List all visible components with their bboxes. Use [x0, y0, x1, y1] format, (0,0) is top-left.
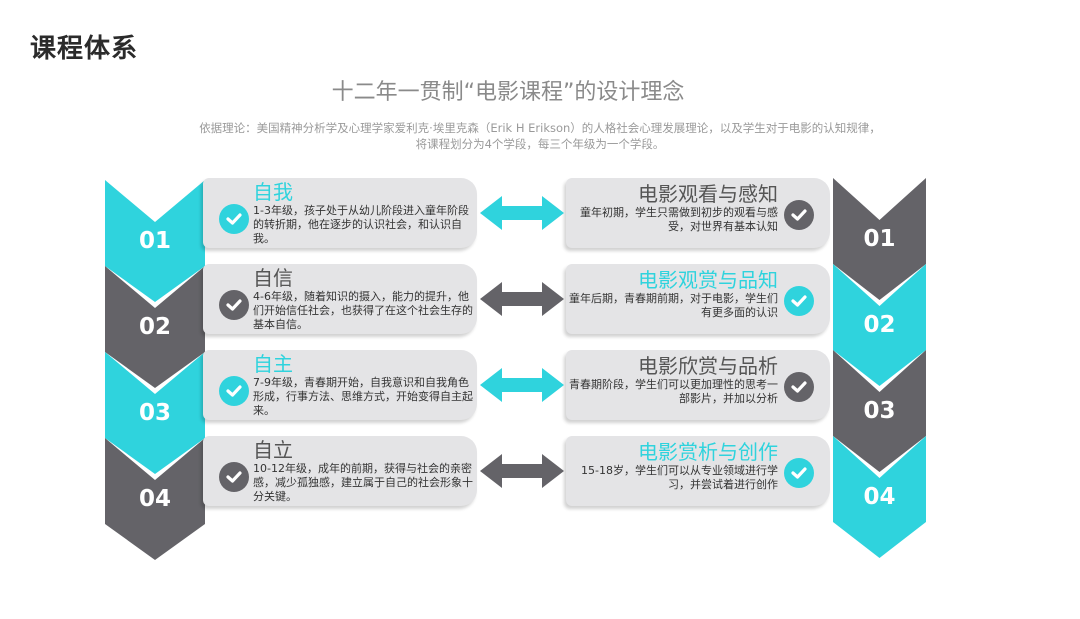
- chevron-shape: [833, 264, 926, 386]
- stage-description: 4-6年级，随着知识的摄入，能力的提升，他们开始信任社会，也获得了在这个社会生存…: [253, 290, 473, 331]
- right-stage-chevron-3: 03: [833, 350, 926, 472]
- chevron-shape: [105, 352, 205, 474]
- right-stage-card: 电影欣赏与品析青春期阶段，学生们可以更加理性的思考一部影片，并加以分析: [566, 350, 830, 420]
- double-arrow-icon: [480, 368, 564, 402]
- double-arrow-icon: [480, 196, 564, 230]
- stage-number: 01: [138, 228, 171, 254]
- right-stage-chevron-1: 01: [833, 178, 926, 300]
- left-stage-chevron-3: 03: [105, 352, 205, 474]
- description-line-2: 将课程划分为4个学段，每三个年级为一个学段。: [415, 137, 665, 151]
- check-icon: [784, 458, 814, 488]
- stage-number: 04: [863, 484, 896, 510]
- stage-title: 电影观赏与品知: [638, 268, 778, 292]
- page-title: 课程体系: [30, 34, 139, 64]
- check-icon: [219, 204, 249, 234]
- check-icon: [784, 200, 814, 230]
- chevron-shape: [105, 266, 205, 388]
- stage-description: 1-3年级，孩子处于从幼儿阶段进入童年阶段的转折期，他在逐步的认识社会，和认识自…: [253, 204, 469, 245]
- stage-description: 青春期阶段，学生们可以更加理性的思考一部影片，并加以分析: [569, 378, 778, 405]
- left-stage-chevron-2: 02: [105, 266, 205, 388]
- subtitle: 十二年一贯制“电影课程”的设计理念: [331, 80, 685, 105]
- left-stage-chevron-1: 01: [105, 180, 205, 302]
- chevron-shape: [833, 178, 926, 300]
- check-icon: [219, 462, 249, 492]
- stage-description: 15-18岁，学生们可以从专业领域进行学习，并尝试着进行创作: [581, 464, 778, 491]
- stage-number: 04: [138, 486, 171, 512]
- chevron-shape: [833, 350, 926, 472]
- check-icon: [219, 290, 249, 320]
- check-icon: [219, 376, 249, 406]
- check-icon: [784, 286, 814, 316]
- stage-title: 自立: [253, 438, 293, 462]
- stage-number: 02: [863, 312, 896, 338]
- stage-description: 7-9年级，青春期开始，自我意识和自我角色形成，行事方法、思维方式，开始变得自主…: [253, 376, 473, 417]
- check-icon: [784, 372, 814, 402]
- stage-number: 03: [863, 398, 896, 424]
- stage-number: 03: [138, 400, 171, 426]
- stage-title: 电影赏析与创作: [638, 440, 778, 464]
- double-arrow-icon: [480, 454, 564, 488]
- right-stage-chevron-2: 02: [833, 264, 926, 386]
- right-stage-chevron-4: 04: [833, 436, 926, 558]
- stage-title: 自信: [253, 266, 293, 290]
- chevron-shape: [105, 180, 205, 302]
- description: 依据理论：美国精神分析学及心理学家爱利克·埃里克森（Erik H Erikson…: [100, 120, 980, 152]
- stage-number: 02: [138, 314, 171, 340]
- chevron-shape: [105, 438, 205, 560]
- stage-title: 自主: [253, 352, 293, 376]
- right-stage-card: 电影观看与感知童年初期，学生只需做到初步的观看与感受，对世界有基本认知: [566, 178, 830, 248]
- right-stage-card: 电影观赏与品知童年后期，青春期前期，对于电影，学生们有更多面的认识: [566, 264, 830, 334]
- stage-description: 童年后期，青春期前期，对于电影，学生们有更多面的认识: [569, 292, 778, 319]
- stage-title: 电影观看与感知: [638, 182, 778, 206]
- left-stage-chevron-4: 04: [105, 438, 205, 560]
- stage-number: 01: [863, 226, 896, 252]
- description-line-1: 依据理论：美国精神分析学及心理学家爱利克·埃里克森（Erik H Erikson…: [199, 121, 881, 135]
- chevron-shape: [833, 436, 926, 558]
- stage-title: 电影欣赏与品析: [638, 354, 778, 378]
- stage-description: 童年初期，学生只需做到初步的观看与感受，对世界有基本认知: [580, 206, 778, 233]
- double-arrow-icon: [480, 282, 564, 316]
- stage-description: 10-12年级，成年的前期，获得与社会的亲密感，减少孤独感，建立属于自己的社会形…: [253, 462, 473, 503]
- stage-title: 自我: [253, 180, 293, 204]
